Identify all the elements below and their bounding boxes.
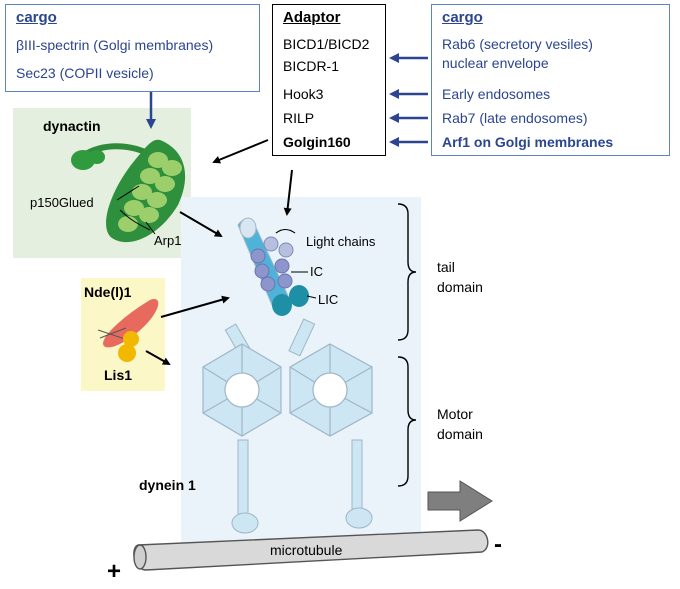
dynein-tail — [237, 217, 317, 316]
arp1-label: Arp1 — [154, 233, 182, 248]
cargo-right-item: Rab7 (late endosomes) — [442, 110, 588, 126]
microtubule-label: microtubule — [270, 542, 343, 558]
minus-end-arrow — [427, 480, 493, 522]
motor-ring-left — [202, 343, 282, 437]
lis1-label: Lis1 — [104, 367, 133, 383]
cargo-right-item: Arf1 on Golgi membranes — [442, 134, 614, 150]
cargo-left-item: βIII-spectrin (Golgi membranes) — [16, 37, 214, 53]
ndel-title: Nde(l)1 — [84, 284, 132, 300]
cargo-left-item: Sec23 (COPII vesicle) — [16, 65, 154, 81]
adaptor-heading: Adaptor — [283, 9, 341, 26]
adaptor-item: BICDR-1 — [283, 58, 340, 74]
adaptor-item: RILP — [283, 110, 315, 126]
microtubule-shape — [133, 529, 489, 571]
dynactin-complex — [71, 139, 186, 243]
cargo-right-box — [431, 4, 670, 156]
adaptor-box — [272, 4, 386, 156]
plus-end-label: + — [107, 558, 122, 585]
light-chains-label: Light chains — [306, 234, 376, 249]
dynein-title: dynein 1 — [139, 477, 196, 493]
minus-end-label: - — [494, 531, 502, 558]
cargo-left-box — [5, 4, 260, 92]
cargo-right-item: Early endosomes — [442, 86, 551, 102]
cargo-arrows — [146, 53, 428, 147]
black-arrows — [145, 139, 293, 365]
tail-domain-label: tail domain — [437, 259, 483, 295]
adaptor-item: BICD1/BICD2 — [283, 36, 370, 52]
lic-label: LIC — [318, 292, 339, 307]
cargo-left-heading: cargo — [16, 9, 57, 26]
ic-label: IC — [310, 264, 323, 279]
leader-lines — [116, 185, 156, 235]
adaptor-item: Golgin160 — [283, 134, 351, 150]
p150-label: p150Glued — [30, 195, 94, 210]
dynactin-title: dynactin — [43, 118, 101, 134]
cargo-right-heading: cargo — [442, 9, 483, 26]
cargo-right-item: Rab6 (secretory vesiles) — [442, 36, 593, 52]
braces — [397, 203, 417, 487]
cargo-right-item: nuclear envelope — [442, 55, 549, 71]
microtubule-binding-domains — [231, 507, 373, 534]
ndel-lis1 — [97, 299, 159, 362]
motor-ring-right — [289, 343, 373, 437]
adaptor-item: Hook3 — [283, 86, 324, 102]
motor-domain-label: Motor domain — [437, 406, 483, 442]
